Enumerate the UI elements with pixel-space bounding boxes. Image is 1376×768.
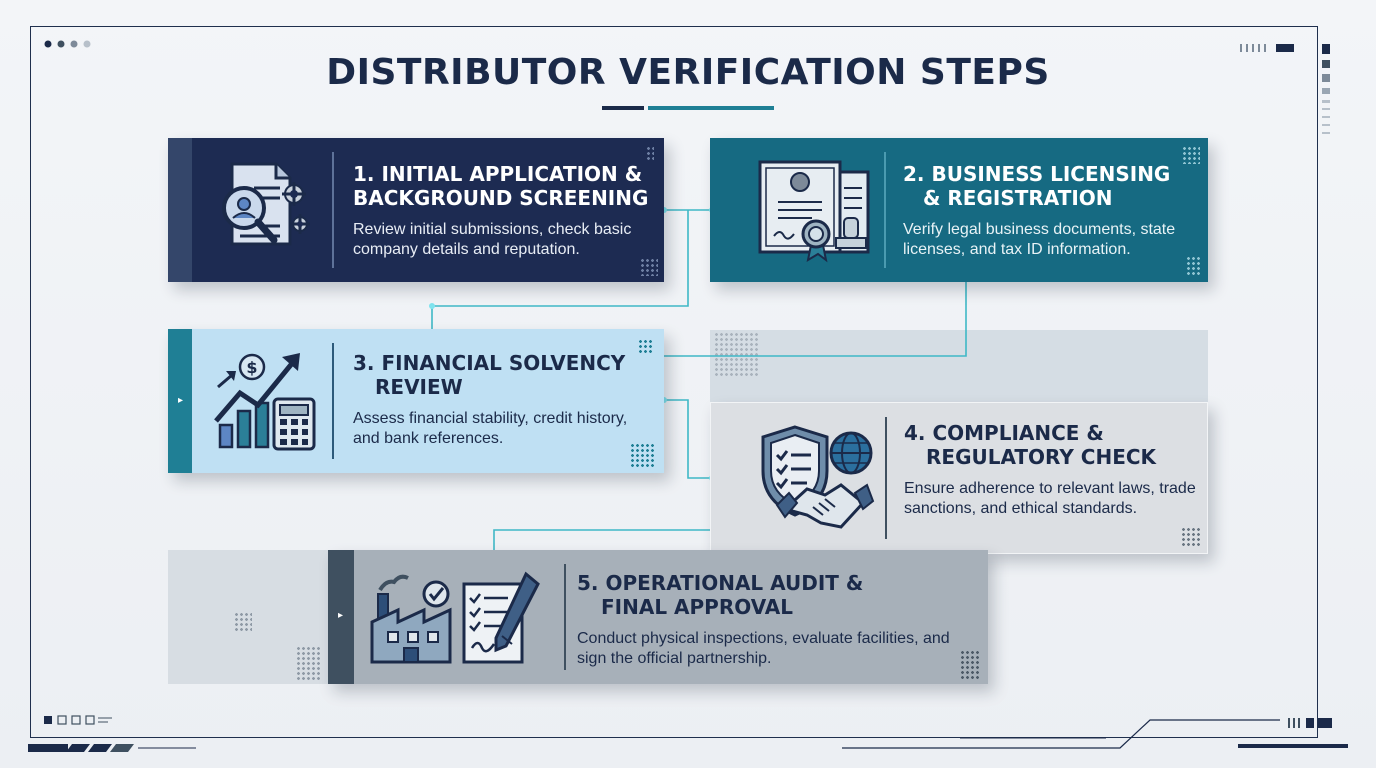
step-5-description: Conduct physical inspections, evaluate f… bbox=[577, 630, 950, 667]
chevron-right-icon: ▸ bbox=[338, 610, 344, 621]
step-card-4: 4. COMPLIANCE & REGULATORY CHECK Ensure … bbox=[710, 402, 1208, 554]
outer-frame bbox=[30, 26, 1318, 738]
ghost-panel-step-5 bbox=[168, 550, 328, 684]
card-accent-strip bbox=[168, 138, 192, 282]
card-divider bbox=[332, 152, 334, 268]
document-magnifier-gear-icon bbox=[222, 162, 310, 246]
step-4-heading: 4. COMPLIANCE & REGULATORY CHECK bbox=[904, 421, 1157, 469]
title-underline bbox=[602, 106, 774, 110]
svg-text:$: $ bbox=[246, 358, 257, 377]
step-card-5: ▸ 5. OPERATIONAL AUDIT & FINAL APPROVAL … bbox=[328, 550, 988, 684]
card-divider bbox=[885, 417, 887, 539]
step-card-1: 1. INITIAL APPLICATION & BACKGROUND SCRE… bbox=[168, 138, 664, 282]
step-card-2: 2. BUSINESS LICENSING & REGISTRATION Ver… bbox=[710, 138, 1208, 282]
step-4-description: Ensure adherence to relevant laws, trade… bbox=[904, 480, 1196, 517]
factory-checklist-signature-icon bbox=[370, 571, 540, 664]
page-title: DISTRIBUTOR VERIFICATION STEPS bbox=[326, 52, 1050, 93]
chevron-right-icon: ▸ bbox=[178, 395, 184, 406]
step-3-description: Assess financial stability, credit histo… bbox=[353, 410, 628, 447]
shield-globe-handshake-icon bbox=[761, 425, 875, 529]
step-1-heading: 1. INITIAL APPLICATION & BACKGROUND SCRE… bbox=[353, 162, 649, 210]
step-3-heading: 3. FINANCIAL SOLVENCY REVIEW bbox=[353, 351, 626, 399]
step-2-heading: 2. BUSINESS LICENSING & REGISTRATION bbox=[903, 162, 1171, 210]
ghost-panel-step-4 bbox=[710, 330, 1208, 402]
growth-chart-calculator-icon: $ bbox=[214, 353, 316, 451]
certificate-seal-icon bbox=[758, 160, 870, 263]
card-divider bbox=[332, 343, 334, 459]
step-2-description: Verify legal business documents, state l… bbox=[903, 221, 1176, 258]
card-divider bbox=[884, 152, 886, 268]
step-1-description: Review initial submissions, check basic … bbox=[353, 221, 632, 258]
card-accent-strip bbox=[168, 329, 192, 473]
step-5-heading: 5. OPERATIONAL AUDIT & FINAL APPROVAL bbox=[577, 571, 864, 619]
step-card-3: ▸ $ 3. FINANCIAL SOLVENCY REVIEW Assess … bbox=[168, 329, 664, 473]
card-divider bbox=[564, 564, 566, 670]
card-accent-strip bbox=[328, 550, 354, 684]
